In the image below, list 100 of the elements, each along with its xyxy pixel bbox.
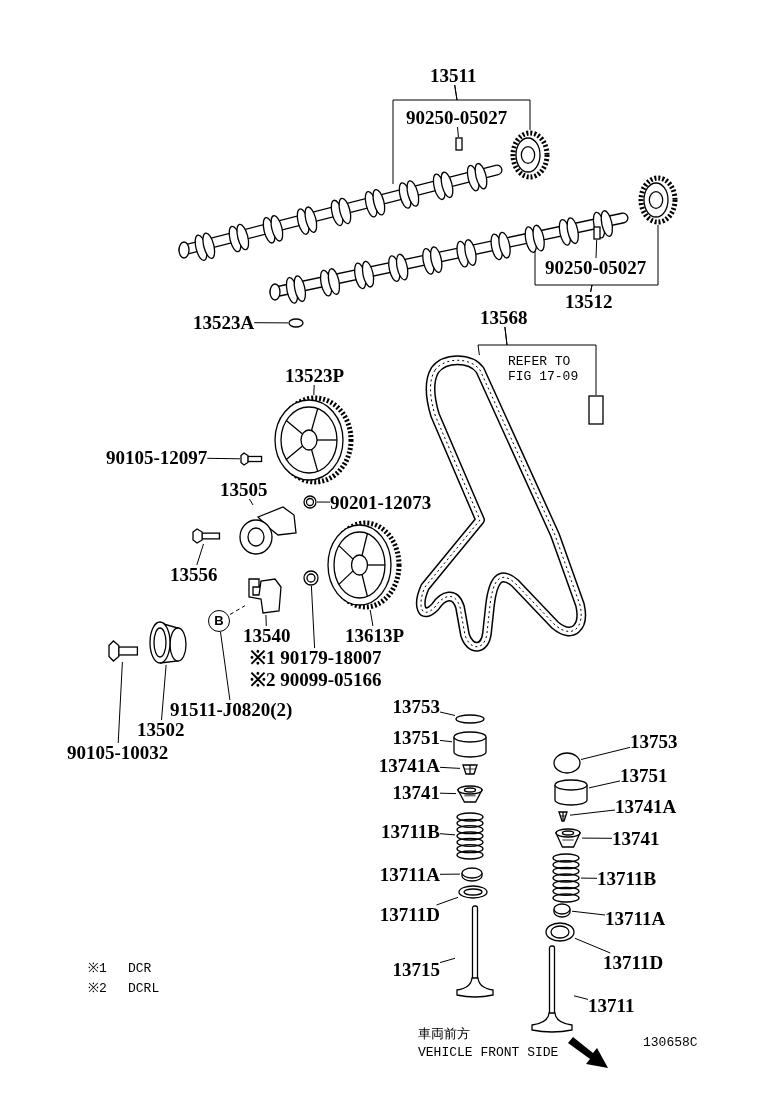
spring-drawing	[551, 853, 581, 903]
direction-note: VEHICLE FRONT SIDE	[418, 1046, 559, 1061]
part-number: 13613P	[345, 626, 405, 645]
leader-line	[265, 614, 267, 627]
leader-line	[580, 746, 631, 760]
bolt-drawing	[240, 452, 262, 466]
part-number: 13715	[392, 960, 440, 979]
part-number: 13741A	[378, 756, 440, 775]
footnote-mark: ※2	[88, 982, 107, 997]
idler-drawing	[148, 620, 188, 665]
part-number: ※1 90179-18007	[250, 648, 382, 667]
part-number: 13711A	[605, 909, 666, 928]
part-number: 13556	[170, 565, 218, 584]
leader-line	[457, 126, 459, 138]
gear-drawing	[638, 175, 678, 225]
part-number: 13741	[612, 829, 660, 848]
nut-drawing	[303, 570, 319, 586]
retainer-drawing	[554, 828, 582, 848]
part-number: 13568	[480, 308, 528, 327]
part-number: 13523P	[285, 366, 345, 385]
part-number: 13523A	[193, 313, 255, 332]
leader-line	[580, 877, 598, 879]
reference-circle: B	[208, 610, 230, 632]
part-number: 90105-12097	[106, 448, 208, 467]
leader-line	[313, 384, 315, 396]
part-number: ※2 90099-05166	[250, 670, 382, 689]
part-number: 13511	[430, 66, 477, 85]
pulley-drawing	[325, 520, 400, 610]
leader-line	[588, 780, 621, 789]
bolt-drawing	[192, 528, 220, 544]
seat-drawing	[552, 902, 572, 918]
pin-drawing	[455, 137, 463, 151]
leader-line	[161, 664, 167, 721]
part-number: 13753	[630, 732, 678, 751]
leader-line	[196, 543, 204, 566]
valve-drawing	[455, 905, 495, 1000]
keeper-drawing	[460, 763, 480, 775]
part-number: 13505	[220, 480, 268, 499]
leader-line	[439, 766, 461, 769]
retainer-drawing	[456, 785, 484, 803]
leader-line	[573, 995, 589, 1000]
leader-line	[369, 609, 374, 627]
part-number: 13711B	[380, 822, 440, 841]
footnote-mark: ※1	[88, 962, 107, 977]
leader-line	[439, 833, 456, 836]
leader-line	[248, 498, 254, 506]
leader-line	[590, 224, 659, 293]
gear-drawing	[510, 130, 550, 180]
part-number: 13711	[588, 996, 635, 1015]
part-number: 13711D	[603, 953, 664, 972]
leader-line	[316, 501, 331, 503]
spring-drawing	[455, 812, 485, 860]
part-number: 90105-10032	[67, 743, 169, 762]
keeper-drawing	[556, 810, 570, 822]
part-number: 13741	[392, 783, 440, 802]
part-number: 13751	[620, 766, 668, 785]
leader-line	[117, 661, 123, 744]
part-number: 91511-J0820(2)	[170, 700, 293, 719]
seat-drawing	[460, 866, 484, 882]
part-number: 90201-12073	[330, 493, 432, 512]
part-number: 13711B	[597, 869, 657, 888]
part-number: 13512	[565, 292, 613, 311]
seal-drawing	[545, 922, 575, 942]
part-number: 13741A	[615, 797, 677, 816]
part-number: 13711A	[379, 865, 440, 884]
lifter-drawing	[553, 778, 589, 806]
leader-line	[569, 809, 616, 816]
leader-line	[439, 739, 453, 743]
tensioner-drawing	[238, 505, 298, 555]
leader-line	[454, 84, 531, 131]
belt-section-drawing	[588, 395, 604, 425]
part-number: 13502	[137, 720, 185, 739]
footnote-text: DCR	[128, 962, 152, 977]
leader-line	[436, 896, 459, 906]
figure-number: 130658C	[643, 1036, 698, 1051]
part-number: 13540	[243, 626, 291, 645]
part-number: 90250-05027	[406, 108, 508, 127]
leader-line	[571, 910, 606, 916]
part-number: 13711D	[379, 905, 440, 924]
leader-line	[310, 585, 316, 649]
leader-line	[206, 457, 241, 460]
pulley-drawing	[272, 395, 352, 485]
valve-drawing	[530, 945, 574, 1035]
reference-note: REFER TO FIG 17-09	[508, 355, 580, 385]
leader-line	[439, 873, 461, 875]
key-drawing	[288, 318, 304, 328]
leader-line	[595, 239, 598, 259]
part-number: 13751	[392, 728, 440, 747]
leader-line	[574, 937, 611, 954]
leader-line	[581, 837, 613, 839]
lifter-drawing	[452, 730, 488, 758]
leader-line	[439, 792, 457, 795]
leader-line	[504, 326, 597, 396]
shim-drawing	[553, 752, 581, 774]
leader-line	[220, 631, 231, 701]
leader-line	[229, 605, 246, 615]
leader-line	[439, 711, 456, 716]
leader-line	[253, 322, 289, 324]
footnote-text: DCRL	[128, 982, 160, 997]
part-number: 13753	[392, 697, 440, 716]
